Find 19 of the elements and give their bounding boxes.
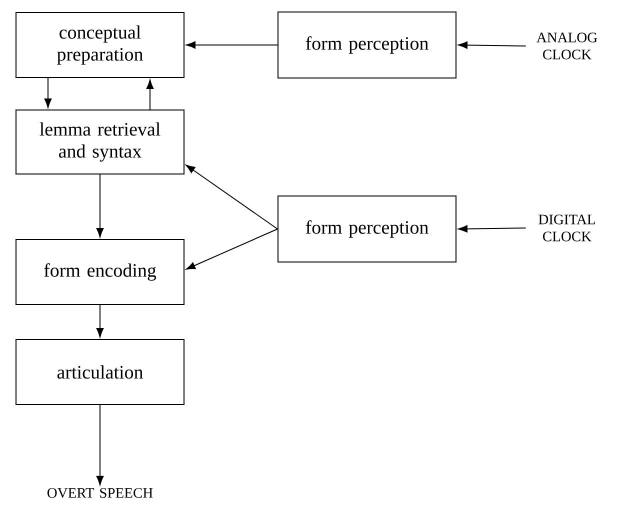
- process-box: articulation: [16, 339, 184, 405]
- arrow: [146, 80, 154, 110]
- process-box: form perception: [278, 12, 456, 78]
- process-box: conceptual preparation: [16, 12, 184, 78]
- arrow: [458, 42, 526, 49]
- arrow: [96, 174, 104, 238]
- process-box: form encoding: [16, 239, 184, 305]
- process-box: lemma retrieval and syntax: [16, 110, 184, 174]
- process-box: form perception: [278, 196, 456, 262]
- arrow: [186, 228, 278, 270]
- label-text: OVERT SPEECH: [47, 488, 153, 498]
- arrow: [186, 41, 278, 49]
- arrow: [96, 304, 104, 338]
- arrow: [458, 225, 526, 232]
- arrow: [186, 164, 278, 230]
- label-text: DIGITAL CLOCK: [538, 214, 595, 242]
- arrow: [96, 404, 104, 486]
- arrow: [44, 78, 52, 108]
- label-text: ANALOG CLOCK: [536, 32, 598, 60]
